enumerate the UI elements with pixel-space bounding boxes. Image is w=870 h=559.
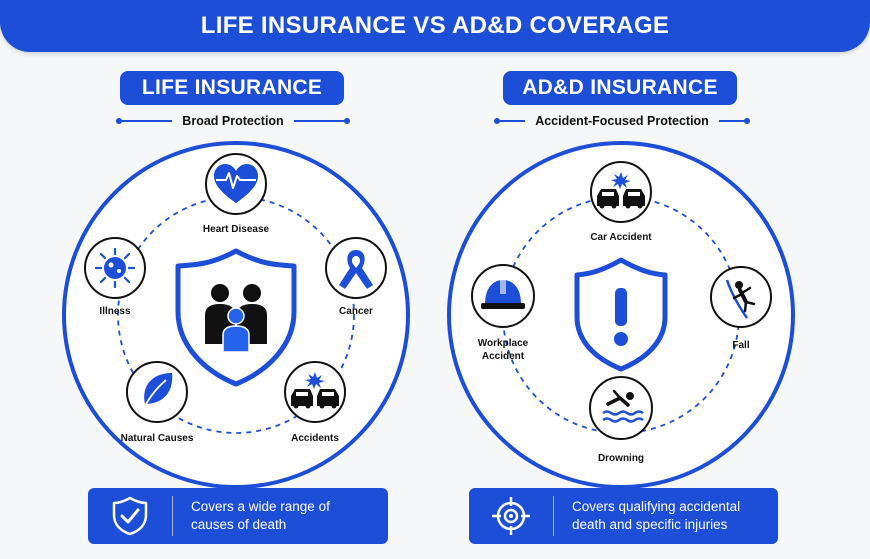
car-crash-icon	[597, 172, 645, 209]
add-summary-line1: Covers qualifying accidental	[572, 499, 741, 514]
add-insurance-heading-label: AD&D INSURANCE	[522, 76, 718, 99]
fall-label: Fall	[732, 340, 749, 351]
workplace-accident-label-line2: Accident	[482, 351, 525, 362]
add-subtitle-text: Accident-Focused Protection	[535, 114, 709, 128]
add-summary-text: Covers qualifying accidental death and s…	[554, 498, 740, 534]
life-subtitle: Broad Protection	[115, 111, 351, 131]
workplace-accident-label-line1: Workplace	[478, 338, 529, 349]
life-insurance-heading-label: LIFE INSURANCE	[141, 76, 323, 99]
life-insurance-heading: LIFE INSURANCE	[120, 71, 344, 105]
heart-disease-label: Heart Disease	[203, 224, 270, 235]
drowning-node: Drowning	[589, 376, 653, 464]
virus-icon	[94, 247, 136, 289]
accidents-node: Accidents	[284, 361, 346, 444]
awareness-ribbon-icon	[339, 250, 373, 289]
life-summary-line1: Covers a wide range of	[191, 499, 330, 514]
fall-node: Fall	[710, 266, 772, 351]
warning-shield-icon	[574, 257, 668, 372]
life-subtitle-text: Broad Protection	[182, 114, 284, 128]
workplace-accident-node: Workplace Accident	[471, 264, 535, 362]
swimmer-icon	[602, 389, 644, 423]
illness-label: Illness	[99, 306, 131, 317]
hard-hat-icon	[481, 280, 525, 309]
drowning-label: Drowning	[598, 453, 644, 464]
car-accident-label: Car Accident	[590, 232, 652, 243]
accidents-label: Accidents	[291, 433, 339, 444]
page-title: LIFE INSURANCE VS AD&D COVERAGE	[200, 12, 670, 39]
heart-icon	[214, 164, 258, 203]
illness-node: Illness	[84, 237, 146, 317]
life-summary-line2: causes of death	[191, 517, 287, 532]
add-summary-line2: death and specific injuries	[572, 517, 728, 532]
title-banner: LIFE INSURANCE VS AD&D COVERAGE	[0, 0, 870, 52]
heart-disease-node: Heart Disease	[203, 153, 270, 235]
life-summary-box: Covers a wide range of causes of death	[88, 488, 388, 544]
add-diagram: Car Accident Workplace Accident Fall	[447, 141, 795, 489]
family-shield-icon	[175, 248, 297, 387]
check-shield-icon	[88, 496, 172, 536]
falling-person-icon	[725, 279, 756, 319]
car-crash-icon	[291, 372, 339, 409]
target-crosshair-icon	[469, 496, 553, 536]
natural-causes-node: Natural Causes	[121, 361, 194, 444]
add-insurance-heading: AD&D INSURANCE	[503, 71, 737, 105]
leaf-icon	[144, 373, 173, 407]
car-accident-node: Car Accident	[590, 161, 652, 243]
natural-causes-label: Natural Causes	[121, 433, 194, 444]
divider	[172, 496, 173, 536]
life-diagram: Heart Disease Illness Cancer	[62, 141, 410, 489]
cancer-label: Cancer	[339, 306, 373, 317]
life-summary-text: Covers a wide range of causes of death	[173, 498, 330, 534]
divider	[553, 496, 554, 536]
life-dashed-ring	[117, 196, 355, 434]
cancer-node: Cancer	[325, 237, 387, 317]
add-summary-box: Covers qualifying accidental death and s…	[469, 488, 778, 544]
add-subtitle: Accident-Focused Protection	[493, 111, 751, 131]
